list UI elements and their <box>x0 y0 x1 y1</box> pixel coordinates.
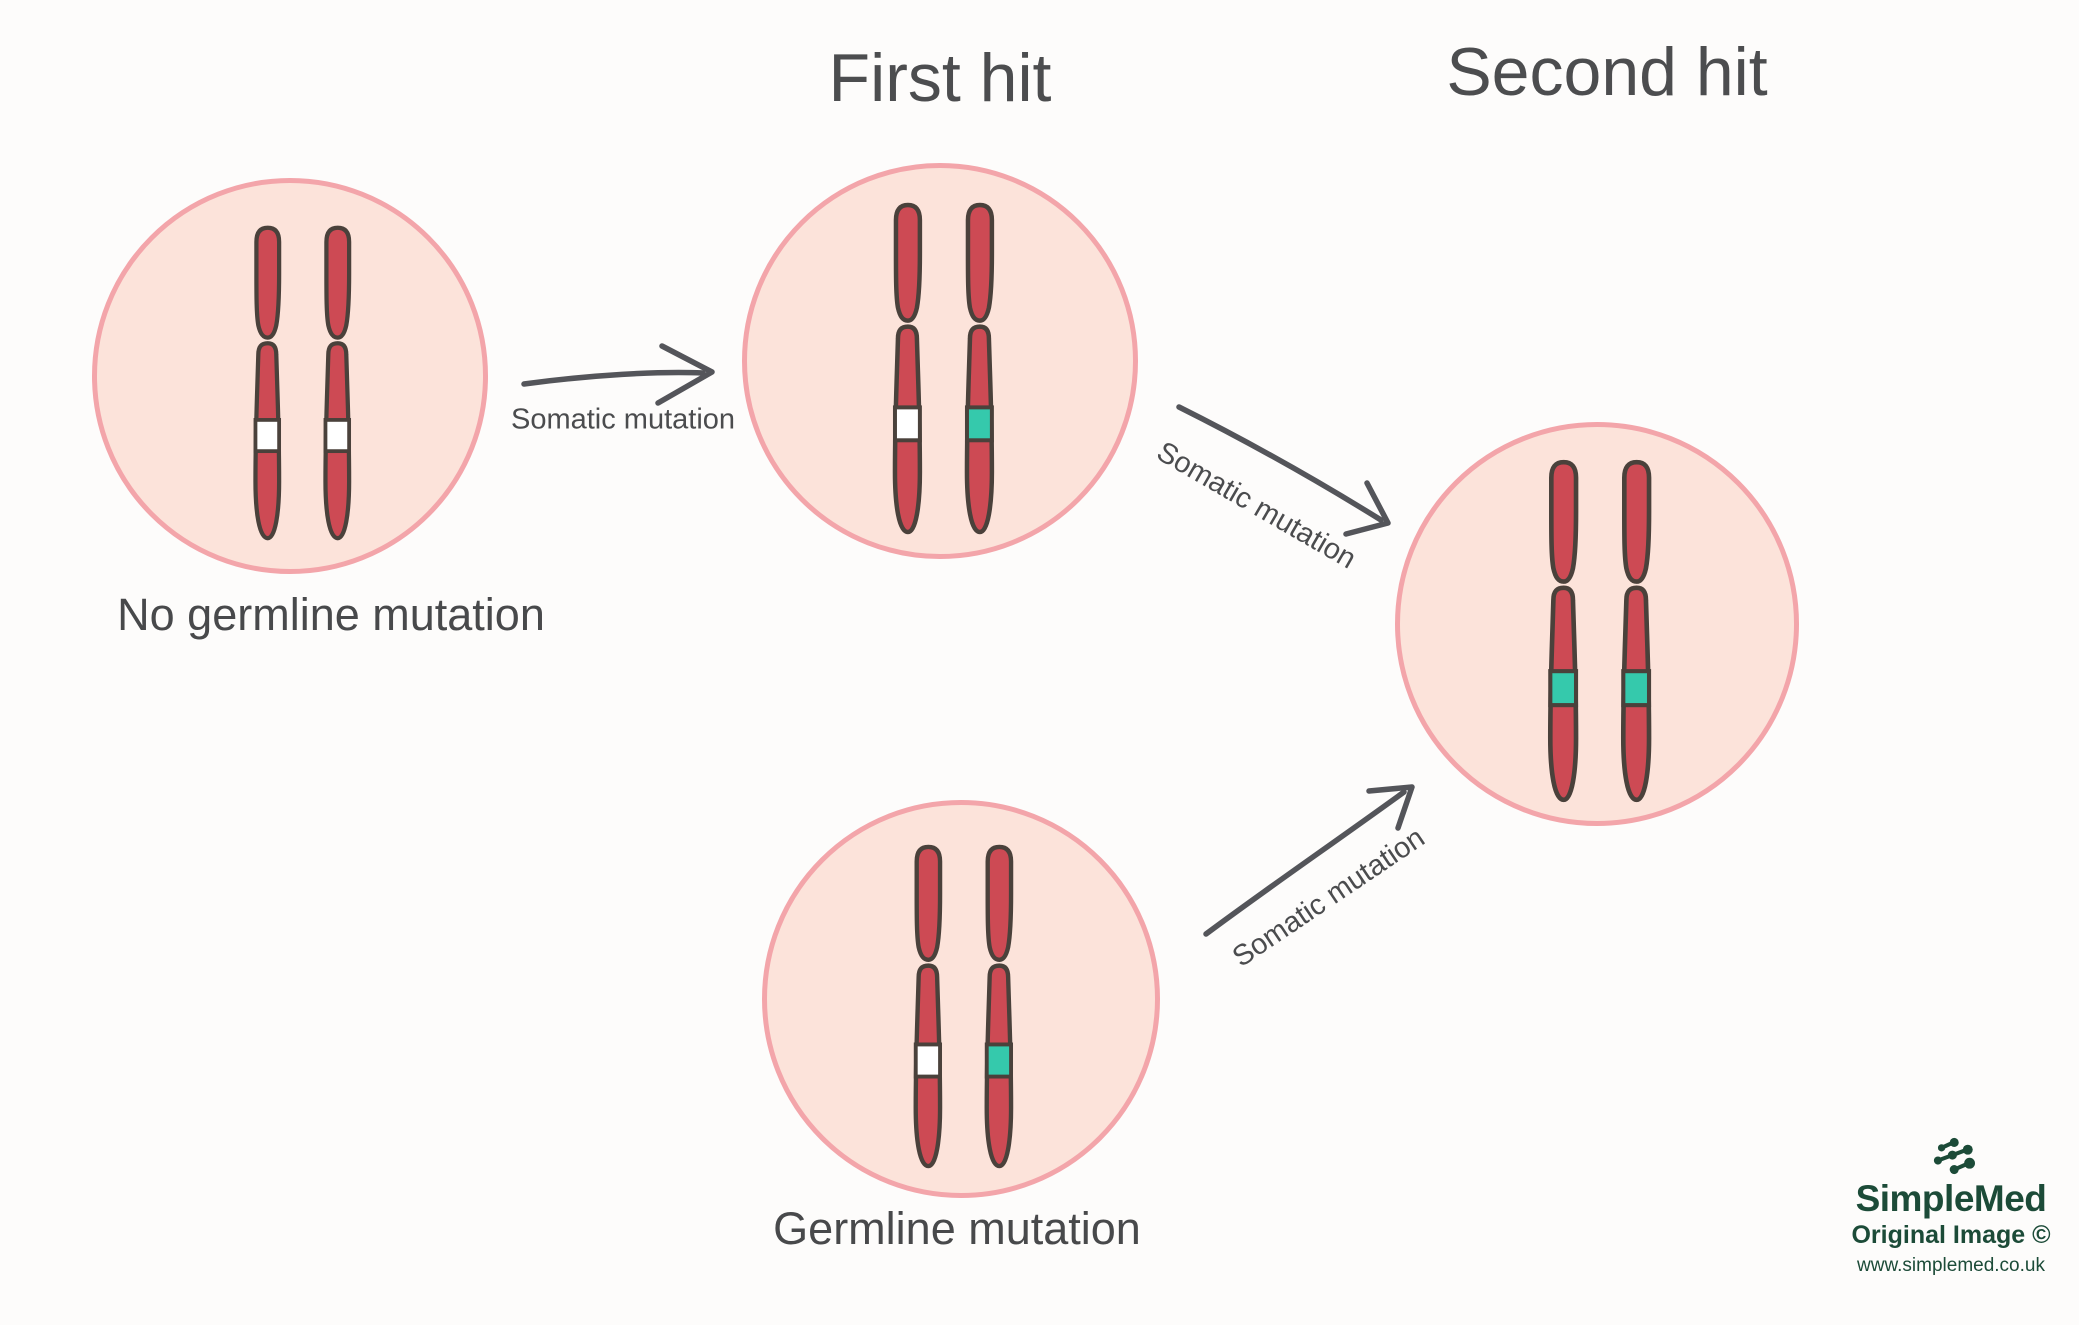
germline-mutation-cell <box>762 800 1160 1198</box>
chromosome <box>964 202 995 534</box>
mutation-band <box>323 418 352 454</box>
mutation-band <box>1547 669 1578 708</box>
mutation-band <box>893 404 923 442</box>
original-image-note: Original Image © <box>1851 1221 2051 1249</box>
somatic-mutation-arrow-1 <box>521 343 715 406</box>
simplemed-brand: SimpleMed <box>1855 1178 2047 1219</box>
somatic-mutation-label-1: Somatic mutation <box>510 403 736 436</box>
chromosome <box>253 225 282 541</box>
mutation-band <box>1621 669 1652 708</box>
chromosome <box>984 844 1014 1168</box>
somatic-mutation-label-2: Somatic mutation <box>1151 435 1362 576</box>
chromosome <box>1620 459 1652 803</box>
chromosome <box>913 844 943 1168</box>
mutation-band <box>984 1042 1014 1079</box>
second-hit-cell <box>1395 422 1799 826</box>
mutation-band <box>914 1042 943 1079</box>
somatic-mutation-label-3: Somatic mutation <box>1226 821 1431 974</box>
simplemed-logo-icon <box>1933 1137 1975 1175</box>
mutation-band <box>964 404 994 442</box>
simplemed-url: www.simplemed.co.uk <box>1857 1255 2045 1276</box>
no-germline-mutation-label: No germline mutation <box>117 589 545 640</box>
chromosome <box>892 202 923 534</box>
germline-mutation-label: Germline mutation <box>773 1203 1141 1254</box>
first-hit-cell <box>742 163 1138 559</box>
mutation-band <box>254 418 282 454</box>
second-hit-title: Second hit <box>1446 34 1768 110</box>
chromosome <box>323 225 352 541</box>
no-germline-mutation-cell <box>92 178 488 574</box>
first-hit-title: First hit <box>828 40 1052 116</box>
simplemed-watermark: SimpleMed Original Image © www.simplemed… <box>1835 1136 2067 1275</box>
chromosome <box>1547 459 1578 803</box>
